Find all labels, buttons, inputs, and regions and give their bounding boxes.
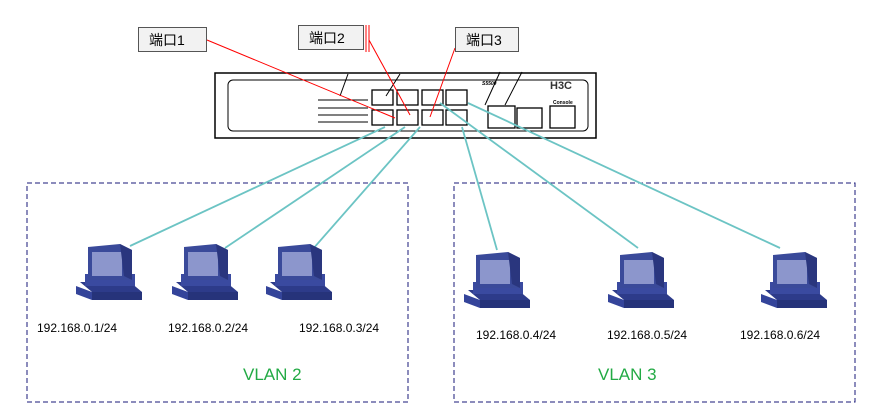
host-ip: 192.168.0.1/24 [37,321,118,335]
port3-label: 端口3 [455,27,519,52]
pc-icon [76,244,142,300]
pc-icon [266,244,332,300]
host-ip: 192.168.0.5/24 [607,328,688,342]
switch-logo: H3C [550,80,572,92]
host-ip: 192.168.0.2/24 [168,321,249,335]
vlan3-label: VLAN 3 [598,365,657,384]
vlan3-box [453,182,856,403]
host-ip: 192.168.0.3/24 [299,321,380,335]
switch-model: S5500 [482,81,497,87]
pc-icon [172,244,238,300]
port2-label: 端口2 [298,25,364,50]
links [129,102,781,259]
port1-label: 端口1 [138,27,207,52]
pc-icon [761,252,827,308]
pc-icon [464,252,530,308]
vlan2-label: VLAN 2 [243,365,302,384]
switch: H3C S5500 Console [214,71,597,139]
port-pointers [206,25,456,119]
host-ip: 192.168.0.4/24 [476,328,557,342]
vlan2-box [26,182,409,403]
console-label: Console [553,100,573,106]
pc-icon [608,252,674,308]
host-ip: 192.168.0.6/24 [740,328,821,342]
